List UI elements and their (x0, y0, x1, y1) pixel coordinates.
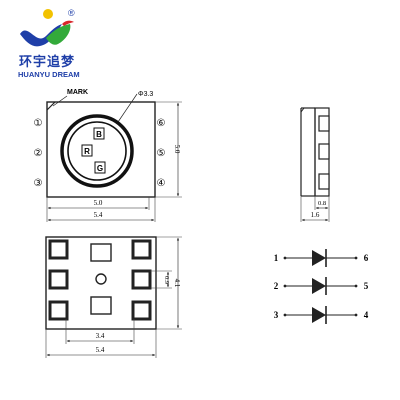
mark-chamfer (46, 101, 56, 111)
top-view: MARK Φ3.3 B R G ① ② ③ ⑥ ⑤ ④ 5.0 5.4 5. (34, 89, 182, 222)
circuit-node (354, 256, 358, 260)
pin-label-6: ⑥ (157, 118, 166, 129)
dim-16: 1.6 (311, 211, 320, 219)
dim-bottom-width: 5.4 (96, 346, 105, 354)
chip-letter-r: R (84, 147, 90, 156)
dim-inner-width: 5.0 (94, 199, 103, 207)
side-body-chamfer (300, 107, 305, 113)
chip-letter-g: G (97, 164, 103, 173)
diode-triangle-3 (312, 307, 326, 323)
pin-label-2: ② (34, 148, 43, 159)
dim-41: 4.1 (173, 279, 181, 288)
diameter-leader (117, 93, 138, 123)
circuit-diagram: 1 6 2 5 3 4 (274, 249, 369, 324)
circuit-node (354, 313, 358, 317)
side-view: 0.8 1.6 (300, 107, 330, 222)
logo-english-name: HUANYU DREAM (18, 70, 80, 79)
logo-red-accent (62, 20, 74, 26)
center-pad-top (90, 243, 112, 262)
center-hole (95, 273, 107, 285)
dim-pad-pitch: 3.4 (96, 332, 105, 340)
diode-triangle-2 (312, 278, 326, 294)
mark-label: MARK (67, 89, 88, 96)
mark-leader (52, 95, 68, 107)
pin-label-4: ④ (157, 178, 166, 189)
dim-09: 0.9 (163, 276, 170, 284)
registered-mark: ® (68, 8, 75, 18)
package-outline (46, 101, 156, 198)
pad-6 (131, 239, 152, 260)
logo-yellow-dot (43, 9, 53, 19)
circuit-pin-1: 1 (274, 253, 279, 263)
circuit-pin-5: 5 (364, 281, 369, 291)
logo-green-swoosh (46, 24, 71, 45)
logo-blue-swoosh (20, 24, 62, 47)
pad-4 (131, 300, 152, 321)
dim-height: 5.0 (173, 145, 181, 154)
pad-1 (48, 239, 69, 260)
circuit-pin-2: 2 (274, 281, 279, 291)
circuit-node (354, 284, 358, 288)
company-logo: ® 环宇追梦 HUANYU DREAM (18, 8, 80, 79)
chip-box-g (94, 161, 106, 174)
center-pad-bottom (90, 296, 112, 315)
lens-outer-circle (60, 114, 134, 188)
diode-triangle-1 (312, 250, 326, 266)
circuit-pin-4: 4 (364, 310, 369, 320)
pin-label-3: ③ (34, 178, 43, 189)
circuit-pin-6: 6 (364, 253, 369, 263)
pin-label-1: ① (34, 118, 43, 129)
logo-chinese-name: 环宇追梦 (19, 54, 75, 70)
diameter-label: Φ3.3 (138, 91, 153, 98)
side-terminal-1 (318, 115, 330, 132)
pad-2 (48, 269, 69, 290)
pad-3 (48, 300, 69, 321)
bottom-view: 3.4 5.4 0.9 4.1 (45, 236, 182, 358)
circuit-pin-3: 3 (274, 310, 279, 320)
chip-box-r (81, 144, 93, 157)
side-terminal-3 (318, 173, 330, 190)
chip-box-b (93, 127, 105, 140)
pin-label-5: ⑤ (157, 148, 166, 159)
bottom-outline (45, 236, 157, 330)
side-terminal-2 (318, 143, 330, 160)
dim-08: 0.8 (318, 200, 326, 207)
dim-outer-width: 5.4 (94, 211, 103, 219)
lens-inner-circle (67, 121, 127, 181)
chip-letter-b: B (96, 130, 102, 139)
pad-5 (131, 269, 152, 290)
